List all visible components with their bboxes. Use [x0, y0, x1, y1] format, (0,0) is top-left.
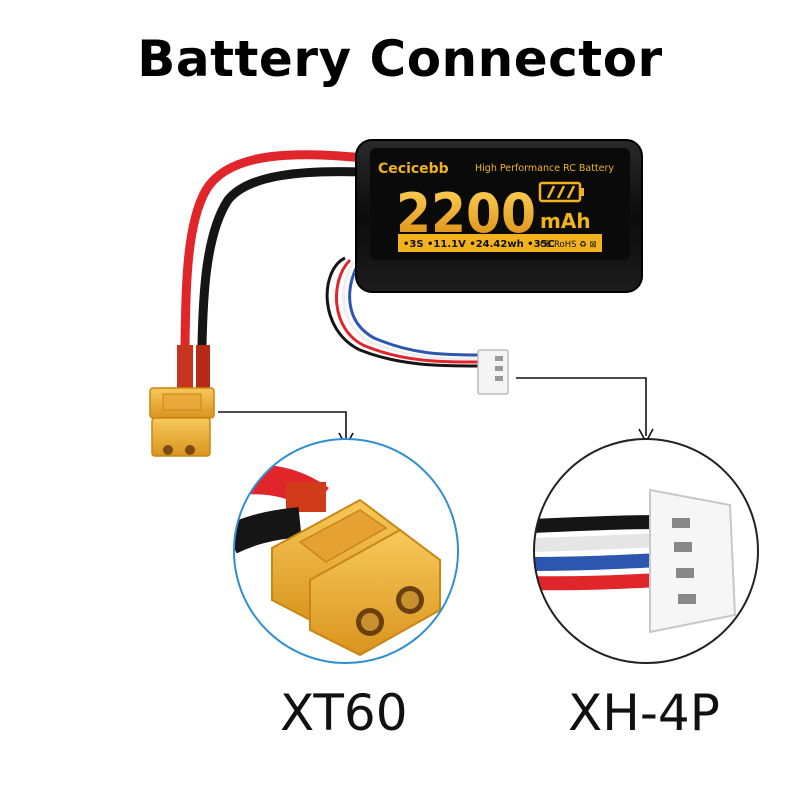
battery-tagline: High Performance RC Battery [475, 163, 614, 174]
battery-brand: Cecicebb [378, 161, 449, 177]
xh-4p-label: XH-4P [568, 684, 720, 742]
xt60-label: XT60 [280, 684, 408, 742]
xh-zoom-circle [533, 438, 759, 664]
arrow-to-xh [516, 377, 654, 444]
battery-specs: •3S •11.1V •24.42wh •35C [403, 239, 555, 250]
xt60-plug-small [149, 387, 215, 457]
balance-lead-wires [325, 256, 509, 395]
battery-pack: Cecicebb High Performance RC Battery 220… [355, 139, 643, 293]
main-power-wires [177, 150, 370, 390]
xt60-zoom-circle [233, 438, 459, 664]
battery-unit: mAh [540, 209, 591, 233]
xh-plug-small [477, 349, 509, 395]
page-title: Battery Connector [137, 30, 663, 88]
battery-cert-marks: CE RoHS ♻ ⊠ [540, 240, 597, 250]
battery-level-icon [538, 181, 584, 203]
